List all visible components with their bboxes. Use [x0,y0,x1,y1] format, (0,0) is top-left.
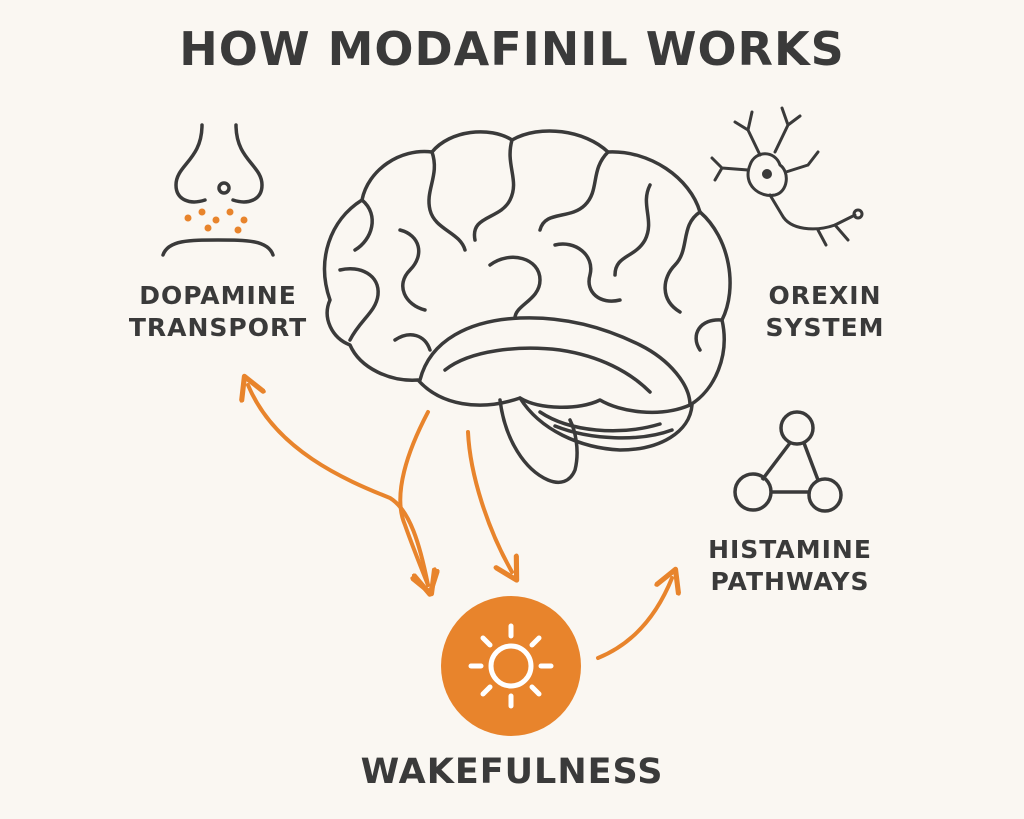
molecule-icon [733,410,843,513]
orexin-line1: OREXIN [768,281,882,310]
diagram-title: HOW MODAFINIL WORKS [179,22,845,76]
wakefulness-label: WAKEFULNESS [360,752,664,792]
histamine-pathways-label: HISTAMINE PATHWAYS [690,534,890,598]
brain-icon [322,129,732,484]
orexin-line2: SYSTEM [765,313,885,342]
nose-icon [161,123,275,257]
arrow-brain-wakefulness-right [466,430,512,572]
sun-icon [441,596,581,736]
arrow-wakefulness-histamine [596,578,672,660]
neuron-icon [710,106,864,247]
arrow-brain-wakefulness-left [398,410,428,585]
arrow-dopamine-wakefulness [248,385,428,585]
orexin-system-label: OREXIN SYSTEM [740,280,910,344]
arrows [248,385,672,660]
histamine-line2: PATHWAYS [710,567,870,596]
dopamine-line2: TRANSPORT [128,313,308,342]
dopamine-transport-label: DOPAMINE TRANSPORT [108,280,328,344]
dopamine-line1: DOPAMINE [139,281,297,310]
histamine-line1: HISTAMINE [708,535,872,564]
neuron-nucleus [762,169,772,179]
dopamine-particles [184,208,248,234]
